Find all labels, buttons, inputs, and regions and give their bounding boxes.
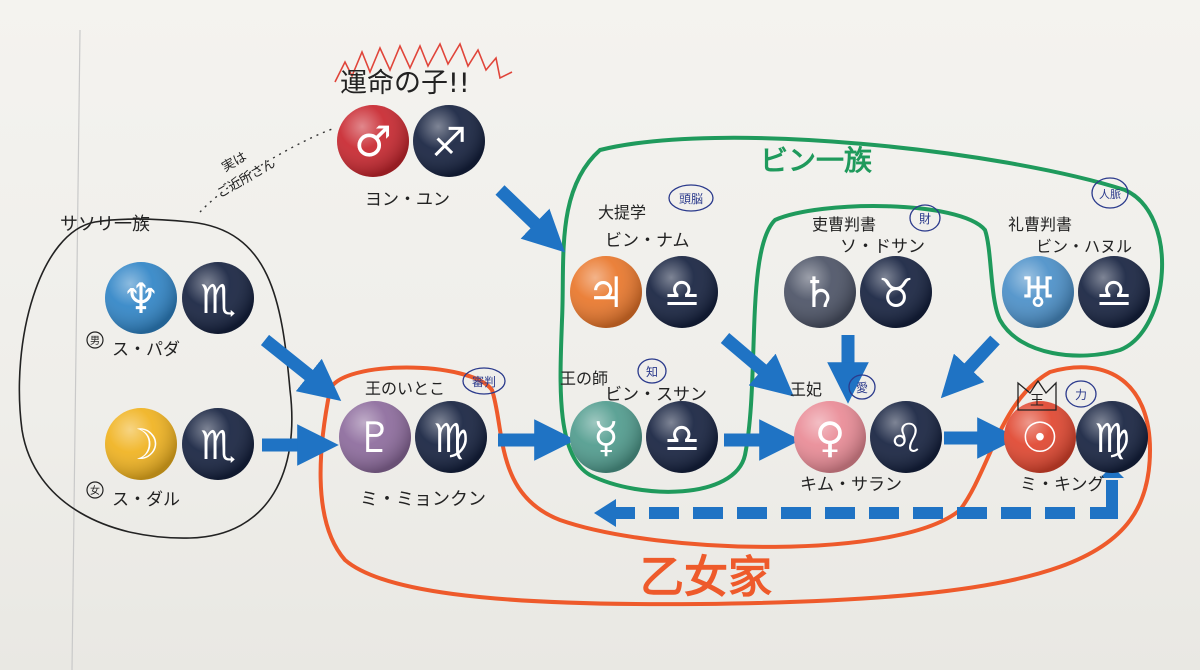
icon-pair-binhanuru: ♅ ♎ [1002,256,1150,328]
neptune-symbol: ♆ [122,274,160,323]
arrow-supada-to-mimyonkun [260,334,342,401]
margin-line [71,29,81,670]
crown-icon [1017,379,1057,411]
taurus-symbol: ♉ [878,271,914,317]
label-so-dosan: ソ・ドサン [840,237,925,257]
label-ou-no-itoko: 王のいとこ [365,379,445,398]
leo-symbol: ♌ [888,416,924,462]
label-su-daru: ス・ダル [112,490,180,510]
label-mi-myonkun: ミ・ミョンクン [360,489,486,510]
virgo-symbol-2: ♍ [1094,416,1130,462]
sasori-family-outline [18,218,293,539]
scorpio-symbol-2: ♏ [200,423,236,469]
badge-texts: 頭脳 知 財 人脈 審判 愛 力 [472,187,1121,402]
libra-symbol-2: ♎ [1096,271,1132,317]
badges [462,177,1129,408]
badge-jinmyaku-ring [1091,177,1129,209]
icon-pair-kimsaran: ♀ ♌ [794,401,942,473]
label-mi-king: ミ・キング [1020,475,1105,495]
libra-symbol: ♎ [664,271,700,317]
label-ou-no-shi: 王の師 [560,369,608,388]
badge-chi: 知 [646,365,658,379]
icon-pair-mimyonkun: ♇ ♍ [339,401,487,473]
label-otome-family: 乙女家 [640,552,772,603]
badge-jo-ring [86,481,104,499]
labels: 運命の子!! 実は ご近所さん サソリ一族 ビン一族 乙女家 大提学 ビン・ナム… [60,68,1132,603]
label-risou: 吏曹判書 [812,215,876,234]
badge-jinmyaku: 人脈 [1099,187,1121,201]
label-bin-hanuru: ビン・ハヌル [1036,237,1132,256]
arrows [260,185,1019,466]
icon-pair-sudaru: ☽ ♏ [105,408,254,480]
arrow-yonyun-to-bin [495,185,566,253]
otome-family-outline [318,365,1153,607]
badge-jo: 女 [90,484,100,497]
libra-symbol-3: ♎ [664,416,700,462]
jupiter-symbol: ♃ [587,268,625,317]
label-sasori: サソリ一族 [60,214,150,235]
venus-symbol: ♀ [815,413,846,462]
badge-zai-ring [909,204,941,232]
sex-texts: 男 女 王 [90,335,1044,497]
pluto-symbol: ♇ [356,413,394,462]
mercury-symbol: ☿ [593,413,619,462]
label-ouhi: 王妃 [790,380,822,399]
mars-symbol: ♂ [354,117,392,166]
label-unmei: 運命の子!! [340,68,470,99]
badge-ai-ring [848,374,876,400]
label-reisou: 礼曹判書 [1008,215,1072,234]
badge-ai: 愛 [856,381,868,395]
uranus-symbol: ♅ [1019,268,1057,317]
icon-pair-binsusan: ☿ ♎ [570,401,718,473]
label-bin-family: ビン一族 [760,144,873,177]
moon-symbol: ☽ [122,420,160,469]
saturn-symbol: ♄ [801,268,839,317]
arrow-binnamu-to-kimsaran [720,333,794,397]
badge-dan-ring [86,331,104,349]
label-taiteigaku: 大提学 [598,203,646,222]
icon-pair-miking: ☉ ♍ [1004,401,1148,473]
icon-pair-binnamu: ♃ ♎ [570,256,718,328]
badge-shinpan: 審判 [472,374,496,389]
sagittarius-symbol: ♐ [431,120,467,166]
virgo-symbol: ♍ [433,416,469,462]
badge-zai: 財 [919,211,931,226]
icon-pair-sodosan: ♄ ♉ [784,256,932,328]
icon-pair-supada: ♆ ♏ [105,262,254,334]
starburst-mark [334,42,513,83]
badge-zuno: 頭脳 [679,192,703,206]
badge-shinpan-ring [462,367,506,395]
badge-zuno-ring [668,184,714,212]
label-yon-yun: ヨン・ユン [365,190,450,210]
sun-symbol: ☉ [1021,413,1059,462]
badge-chi-ring [637,358,667,384]
arrow-binhanuru-to-kimsaran [940,335,1000,399]
label-bin-namu: ビン・ナム [605,231,690,251]
scorpio-symbol: ♏ [200,277,236,323]
badge-chikara: 力 [1075,388,1087,402]
label-bin-susan: ビン・スサン [605,385,707,405]
label-kim-saran: キム・サラン [800,475,902,495]
badge-chikara-ring [1065,380,1097,408]
icon-pair-yonyun: ♂ ♐ [337,105,485,177]
label-su-pada: ス・パダ [112,340,180,360]
badge-dan: 男 [90,335,100,347]
sex-marks [86,331,104,499]
badge-ou: 王 [1030,393,1044,409]
